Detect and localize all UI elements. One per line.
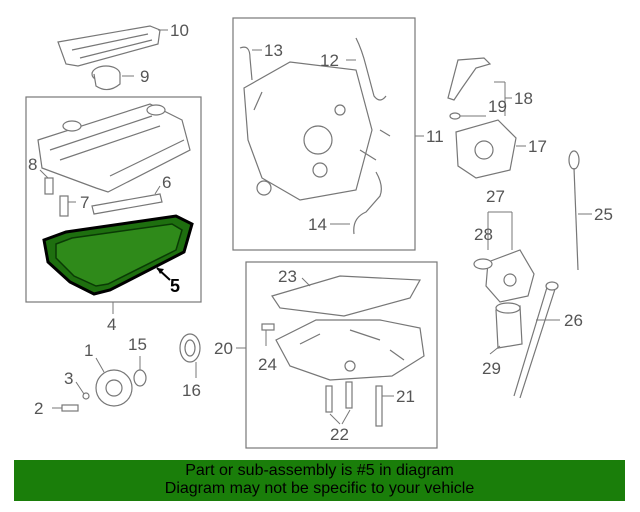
valve-cover-gasket-highlighted[interactable] xyxy=(42,214,194,296)
dipstick-25-part[interactable] xyxy=(568,150,592,271)
callout-23: 23 xyxy=(278,267,297,286)
seal-28-part[interactable] xyxy=(473,258,493,270)
callout-20: 20 xyxy=(214,339,233,358)
gasket-6-part[interactable] xyxy=(91,185,163,215)
callout-26: 26 xyxy=(564,311,583,330)
callout-16: 16 xyxy=(182,381,201,400)
oil-pan-part[interactable] xyxy=(275,319,425,381)
seal-13-part[interactable] xyxy=(239,46,262,81)
bolt-24-part[interactable] xyxy=(261,323,275,346)
callout-9: 9 xyxy=(140,67,149,86)
callout-22: 22 xyxy=(330,425,349,444)
callout-8: 8 xyxy=(28,155,37,174)
dipstick-tube-26-part[interactable] xyxy=(513,281,560,399)
stud-21-part[interactable] xyxy=(375,385,394,427)
timing-cover-part[interactable] xyxy=(243,61,391,201)
callout-13: 13 xyxy=(264,41,283,60)
timing-cover-group-box xyxy=(232,17,416,251)
callout-2: 2 xyxy=(34,399,43,418)
gasket-12-part[interactable] xyxy=(346,37,387,101)
callout-1: 1 xyxy=(84,341,93,360)
oil-filter-29-part[interactable] xyxy=(489,302,523,355)
oil-pump-17-part[interactable] xyxy=(455,119,526,179)
oil-pan-gasket-23-part[interactable] xyxy=(271,275,421,317)
callout-12: 12 xyxy=(320,51,339,70)
callout-15: 15 xyxy=(128,335,147,354)
callout-27: 27 xyxy=(486,187,505,206)
banner-line-2: Diagram may not be specific to your vehi… xyxy=(164,480,475,497)
callout-18: 18 xyxy=(514,89,533,108)
seal-19-part[interactable] xyxy=(449,112,486,120)
callout-19: 19 xyxy=(488,97,507,116)
engine-cover-part[interactable] xyxy=(57,25,168,67)
ring-15-part[interactable] xyxy=(133,356,147,387)
callout-21: 21 xyxy=(396,387,415,406)
key-3-part[interactable] xyxy=(75,381,90,400)
filter-adapter-27-part[interactable] xyxy=(485,211,535,303)
callout-25: 25 xyxy=(594,205,613,224)
callout-5-highlighted[interactable]: 5 xyxy=(170,276,180,296)
oil-pan-group-box xyxy=(245,261,438,449)
valve-cover-part[interactable] xyxy=(37,103,191,193)
callout-11: 11 xyxy=(426,127,444,146)
bolt-8-part[interactable] xyxy=(39,169,54,195)
gasket-14-part[interactable] xyxy=(330,171,382,235)
seal-16-part[interactable] xyxy=(179,333,201,378)
bolt-2-part[interactable] xyxy=(52,404,79,412)
callout-29: 29 xyxy=(482,359,501,378)
callout-6: 6 xyxy=(162,173,171,192)
callout-3: 3 xyxy=(64,369,73,388)
callout-17: 17 xyxy=(528,137,547,156)
callout-7: 7 xyxy=(80,193,89,212)
callout-4: 4 xyxy=(107,315,116,334)
studs-22-part[interactable] xyxy=(325,381,353,425)
info-banner: Part or sub-assembly is #5 in diagram Di… xyxy=(14,460,625,501)
callout-10: 10 xyxy=(170,21,189,40)
banner-line-1: Part or sub-assembly is #5 in diagram xyxy=(185,462,454,479)
tube-18-part[interactable] xyxy=(447,57,512,116)
oil-filler-cap-part[interactable] xyxy=(91,65,134,91)
callout-14: 14 xyxy=(308,215,327,234)
pulley-1-part[interactable] xyxy=(95,357,133,407)
seal-7-part[interactable] xyxy=(59,195,76,217)
callout-28: 28 xyxy=(474,225,493,244)
callout-24: 24 xyxy=(258,355,277,374)
